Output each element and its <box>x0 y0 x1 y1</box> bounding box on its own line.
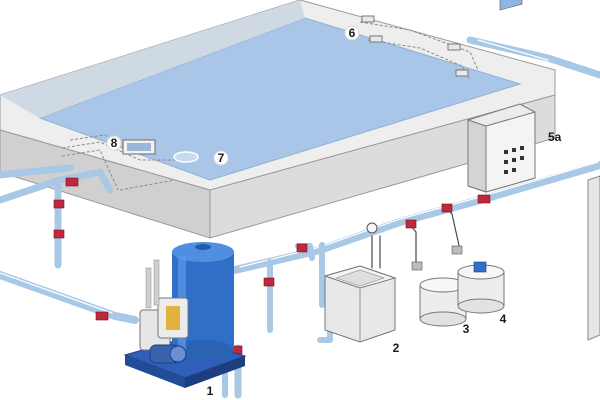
label-3: 3 <box>463 322 470 336</box>
valve <box>477 194 491 204</box>
control-display <box>499 0 523 11</box>
label-6: 6 <box>349 26 356 40</box>
wall-inlet-fittings <box>361 15 469 77</box>
label-skimmer: 8 <box>106 135 122 151</box>
main-drain <box>173 151 199 163</box>
valve <box>263 277 275 287</box>
control-panel <box>467 0 536 193</box>
label-main-drain: 7 <box>213 150 229 166</box>
label-8: 8 <box>111 136 118 150</box>
valve <box>405 219 417 229</box>
label-wall-inlets: 6 <box>344 25 360 41</box>
pool-inner-wall-left <box>0 0 305 118</box>
valve <box>95 311 109 321</box>
pipes <box>0 36 600 399</box>
label-5a: 5a <box>548 130 562 144</box>
label-1: 1 <box>207 384 214 398</box>
valve <box>65 177 79 187</box>
filter-unit <box>123 242 247 388</box>
label-4: 4 <box>500 312 507 326</box>
valve <box>296 243 308 253</box>
valves <box>53 177 491 355</box>
label-7: 7 <box>218 151 225 165</box>
chemical-tank-4 <box>451 245 505 314</box>
valve <box>53 199 65 209</box>
valve <box>53 229 65 239</box>
callout-labels: 8 7 6 5a 1 2 3 4 <box>106 25 562 398</box>
pressure-gauge <box>366 222 378 234</box>
plant-room-wall <box>587 175 600 341</box>
valve <box>441 203 453 213</box>
dosing-tank <box>323 222 397 343</box>
label-2: 2 <box>393 341 400 355</box>
